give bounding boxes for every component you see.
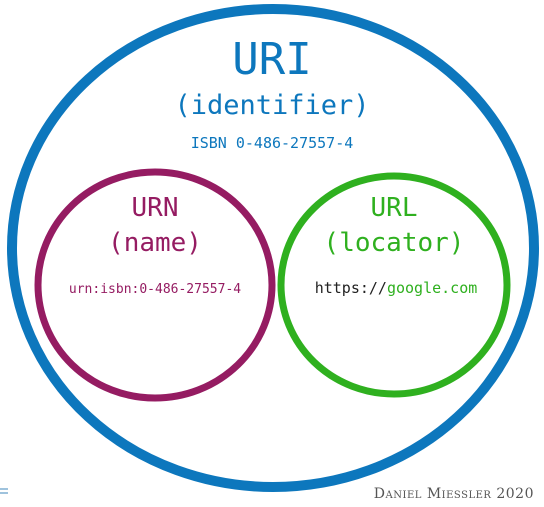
author-credit: Daniel Miessler 2020 — [373, 486, 534, 502]
url-example-prefix: https:// — [314, 279, 387, 297]
uri-example: ISBN 0-486-27557-4 — [190, 134, 354, 152]
urn-subtitle: (name) — [108, 228, 202, 258]
url-circle — [277, 172, 511, 398]
uri-title: URI — [232, 34, 312, 85]
uri-circle — [7, 4, 539, 492]
urn-example: urn:isbn:0-486-27557-4 — [68, 282, 242, 297]
urn-circle — [34, 168, 276, 402]
corner-mark-icon — [0, 488, 8, 494]
urn-title: URN — [131, 193, 179, 223]
url-title: URL — [370, 193, 418, 223]
uri-subtitle: (identifier) — [174, 90, 370, 121]
url-subtitle: (locator) — [323, 228, 465, 258]
url-example: https://google.com — [315, 281, 478, 296]
url-example-host: google.com — [386, 279, 478, 297]
